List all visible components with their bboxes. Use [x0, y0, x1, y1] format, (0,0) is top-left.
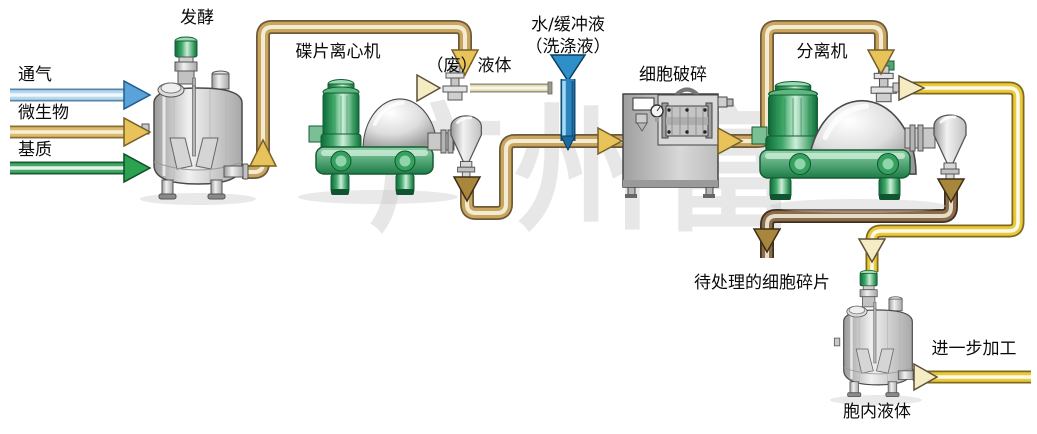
- wash-liquid-label-line1: 水/缓冲液: [531, 15, 605, 35]
- wash-pipe-tip: [560, 135, 576, 152]
- pipe-network: [10, 27, 1031, 377]
- separator-outlet-arrow: [898, 74, 926, 102]
- disc-centrifuge-label: 碟片离心机: [296, 42, 381, 62]
- machine-foot-cap: [879, 194, 900, 200]
- sight-port-glass: [794, 158, 806, 170]
- bolt: [667, 130, 671, 134]
- further-processing-arrow: [913, 362, 939, 392]
- machine-leg: [627, 186, 636, 196]
- waste-liquid-pipe: [470, 81, 553, 95]
- product-tank: [833, 269, 919, 398]
- separator-machine: [751, 60, 968, 200]
- side-fitting: [717, 96, 728, 108]
- bolt: [685, 130, 689, 134]
- block-band: [666, 117, 708, 125]
- separator-label: 分离机: [797, 42, 848, 62]
- aeration-arrow: [123, 79, 152, 111]
- disc-centrifuge-machine: [308, 65, 483, 195]
- bolt: [703, 108, 707, 112]
- fermenter-outlet-up-arrow: [248, 138, 278, 167]
- cell-disruptor-machine: [622, 87, 734, 198]
- substrate-arrow: [123, 152, 152, 184]
- gauge-needle: [656, 106, 661, 112]
- machine-leg: [705, 186, 714, 196]
- waste-liquid-label: （废）液体: [427, 56, 512, 76]
- substrate-label: 基质: [18, 140, 52, 160]
- disruptor-base-shadow: [623, 180, 718, 187]
- waste-pipe-end-cap: [547, 81, 553, 95]
- flow-arrows: [123, 49, 966, 392]
- disruptor-inlet-arrow: [597, 126, 624, 156]
- waste-liquid-arrow: [416, 73, 442, 103]
- product-tank-label: 胞内液体: [843, 402, 911, 422]
- wash-liquid-inlet-pipe: [549, 54, 587, 152]
- machine-foot-cap: [770, 194, 791, 200]
- bolt: [703, 130, 707, 134]
- centrifuge-shadow: [298, 190, 458, 204]
- fermenter-shadow: [140, 193, 256, 205]
- separator-shadow: [770, 199, 946, 213]
- arm-flange: [909, 124, 916, 152]
- leg-foot: [703, 194, 715, 198]
- further-processing-label: 进一步加工: [932, 339, 1017, 359]
- disruptor-display: [632, 97, 655, 111]
- machine-foot-cap: [396, 189, 414, 195]
- centrifuge-inlet-down-arrow: [450, 49, 480, 77]
- microbe-arrow: [123, 116, 152, 148]
- centrifuge-solids-down-arrow: [452, 176, 482, 203]
- wash-liquid-label-line2: （洗涤液）: [526, 37, 611, 57]
- fermenter-label: 发酵: [180, 8, 214, 28]
- machine-foot-cap: [331, 189, 349, 195]
- disruptor-outlet-arrow: [717, 126, 744, 156]
- aeration-label: 通气: [18, 65, 52, 85]
- disruptor-valve: [635, 113, 648, 124]
- arm-flange: [917, 124, 924, 152]
- side-fitting-cap: [726, 98, 734, 107]
- separator-cyclone: [932, 113, 968, 183]
- bolt: [685, 108, 689, 112]
- sight-port-glass: [399, 155, 411, 167]
- arm-flange: [440, 129, 447, 154]
- separator-solids-down-arrow: [936, 178, 966, 204]
- microbe-label: 微生物: [18, 103, 69, 123]
- bolt: [667, 108, 671, 112]
- watermark-text: 广州富: [368, 90, 806, 251]
- sight-port-glass: [882, 158, 894, 170]
- gauge-stem: [655, 117, 659, 122]
- product-tank-inlet-arrow: [857, 238, 887, 264]
- sight-port-glass: [335, 155, 347, 167]
- product-tank-shadow: [830, 395, 922, 405]
- cell-debris-label: 待处理的细胞碎片: [694, 273, 830, 293]
- block-ribs: [671, 106, 704, 136]
- motor-side-stub: [751, 126, 768, 145]
- debris-discharge-arrow: [752, 228, 782, 254]
- disruptor-valve-tip: [636, 122, 648, 132]
- leg-foot: [625, 194, 637, 198]
- labels: 发酵 通气 微生物 基质 碟片离心机 （废）液体 水/缓冲液 （洗涤液） 细胞破…: [18, 8, 1017, 422]
- wash-down-arrow: [549, 54, 587, 83]
- fermenter-tank: [140, 35, 250, 201]
- separator-motor: [765, 80, 821, 153]
- separator-inlet-down-arrow: [866, 49, 896, 76]
- cell-disruptor-label: 细胞破碎: [639, 65, 707, 85]
- top-loop-pipe: [674, 87, 700, 97]
- centrifuge-motor: [320, 79, 362, 151]
